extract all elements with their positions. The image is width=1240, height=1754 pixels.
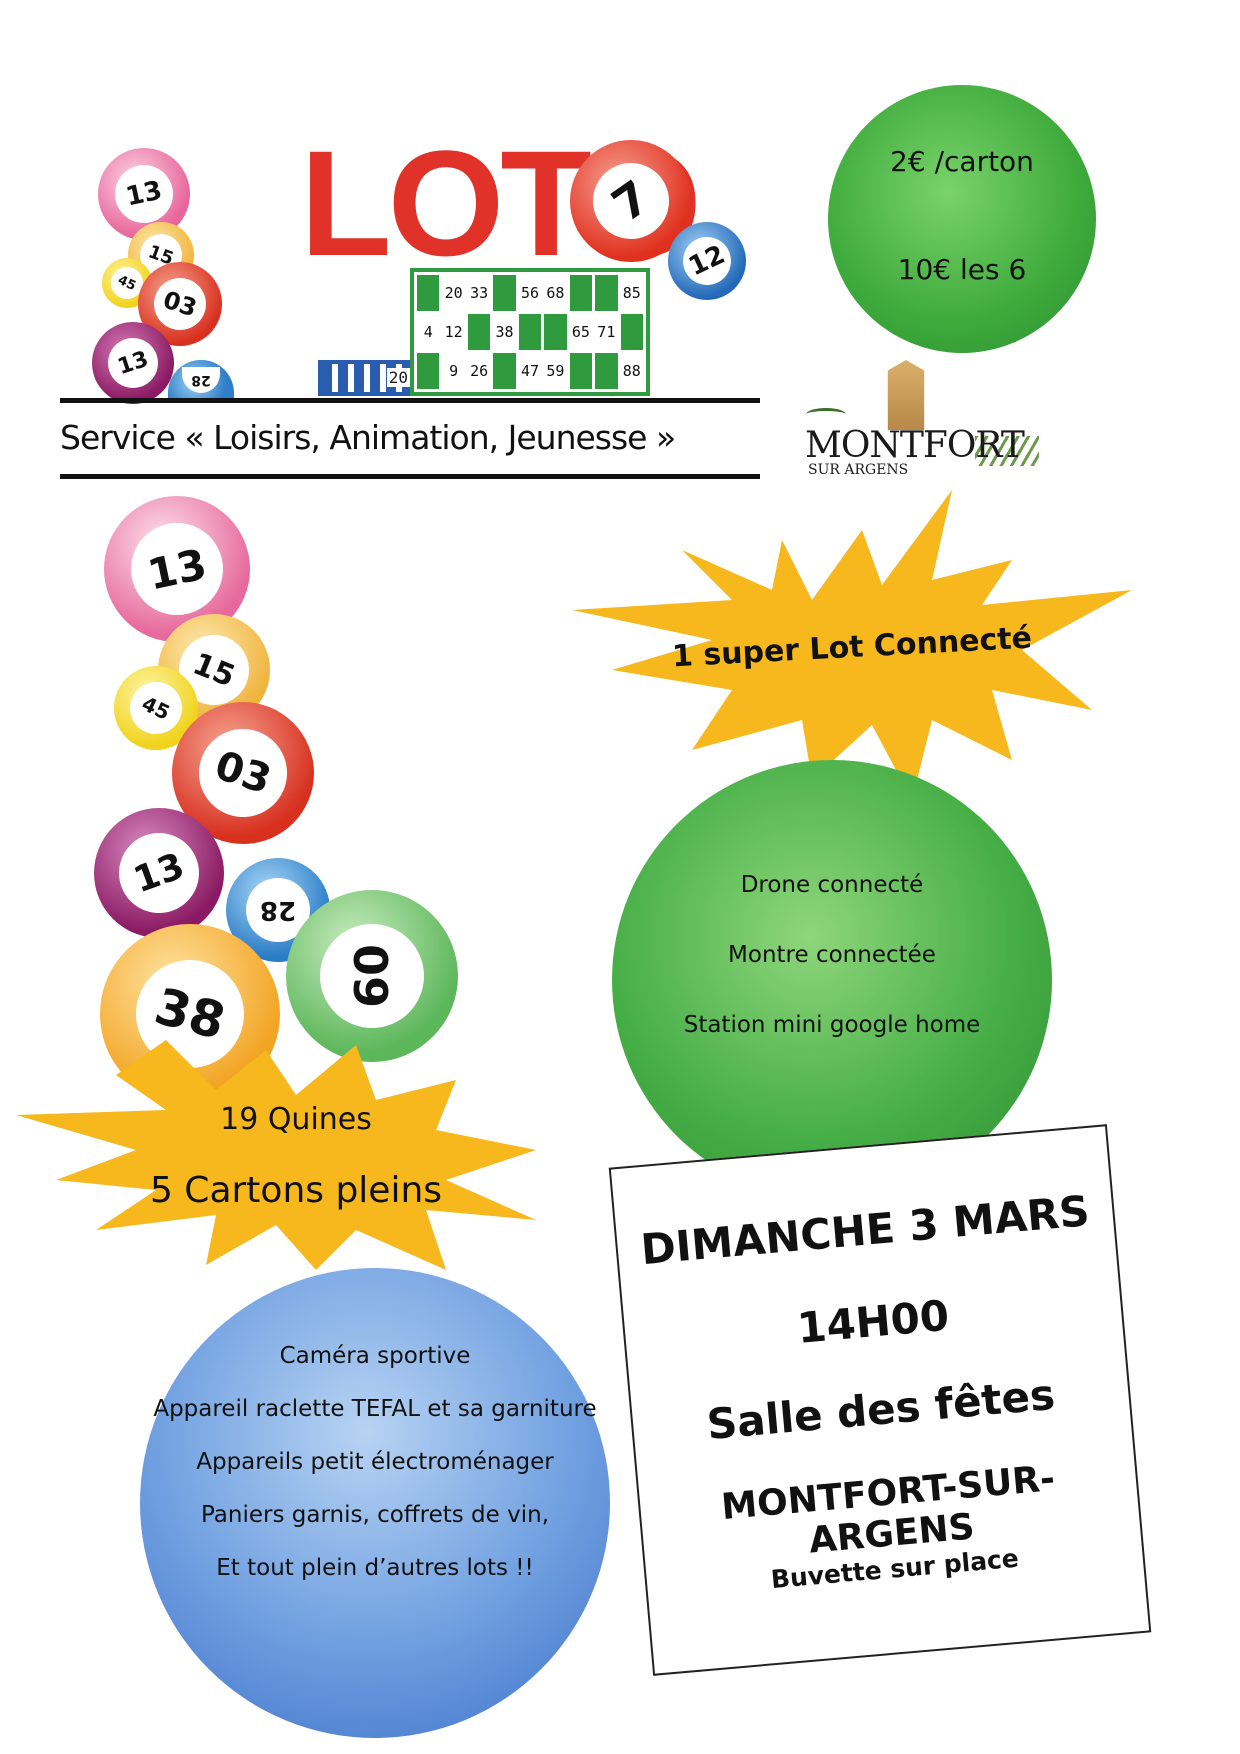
- price-for-six: 10€ les 6: [897, 253, 1027, 286]
- card-number: 4: [417, 314, 440, 350]
- card-number: 20: [442, 275, 465, 311]
- logo-subtitle: SUR ARGENS: [808, 462, 909, 478]
- ball-number: 13: [122, 514, 232, 624]
- connected-prizes-ball: Drone connecté Montre connectée Station …: [612, 760, 1052, 1200]
- tower-logo-icon: [887, 360, 925, 430]
- card-number: 88: [620, 353, 643, 389]
- logo-name: MONTFORT: [805, 425, 1025, 466]
- ball-number: 13: [109, 159, 179, 229]
- ball-number: 03: [187, 717, 299, 829]
- event-time: 14H00: [795, 1290, 952, 1353]
- prize-item: Et tout plein d’autres lots !!: [216, 1555, 534, 1581]
- card-number: 56: [518, 275, 542, 311]
- ball-number: 28: [182, 367, 220, 393]
- bingo-card-blue: 20: [318, 360, 418, 396]
- card-number: 20: [386, 368, 410, 387]
- prize-item: Caméra sportive: [279, 1343, 471, 1369]
- card-number: 65: [569, 314, 593, 350]
- card-number: 85: [620, 275, 643, 311]
- event-venue: Salle des fêtes: [704, 1369, 1057, 1450]
- quines-starburst: 19 Quines 5 Cartons pleins: [16, 1020, 576, 1280]
- olive-branch-icon: [806, 408, 846, 421]
- card-number: 38: [493, 314, 516, 350]
- price-per-card: 2€ /carton: [890, 145, 1034, 178]
- event-info-box: DIMANCHE 3 MARS 14H00 Salle des fêtes MO…: [608, 1124, 1152, 1676]
- ball-number: 60: [320, 924, 424, 1028]
- card-number: 68: [544, 275, 567, 311]
- lotto-ball-icon: 13: [92, 322, 174, 404]
- ball-number: 13: [107, 821, 211, 925]
- prize-item: Montre connectée: [728, 942, 936, 968]
- service-heading: Service « Loisirs, Animation, Jeunesse »: [60, 418, 676, 457]
- ball-number: 45: [121, 673, 191, 743]
- wave-icon: [975, 436, 1039, 466]
- ball-number: 03: [147, 271, 213, 337]
- prize-item: Appareils petit électroménager: [196, 1449, 554, 1475]
- ball-number: 7: [578, 148, 684, 254]
- price-ball: 2€ /carton 10€ les 6: [828, 85, 1096, 353]
- card-number: 47: [518, 353, 542, 389]
- card-number: 33: [467, 275, 491, 311]
- ball-number: 13: [101, 331, 165, 395]
- lotto-ball-icon: 13: [94, 808, 224, 938]
- divider-bottom: [60, 474, 760, 479]
- event-date: DIMANCHE 3 MARS: [638, 1186, 1092, 1275]
- starburst-shape: [572, 490, 1132, 800]
- card-number: 26: [467, 353, 491, 389]
- lotto-ball-icon: 60: [286, 890, 458, 1062]
- full-cards-count: 5 Cartons pleins: [149, 1170, 443, 1211]
- prize-item: Paniers garnis, coffrets de vin,: [200, 1502, 550, 1528]
- prize-item: Drone connecté: [740, 872, 924, 898]
- starburst-shape: [16, 1040, 536, 1270]
- lotto-ball-icon: 12: [668, 222, 746, 300]
- super-lot-starburst: 1 super Lot Connecté: [572, 490, 1132, 810]
- card-number: 59: [544, 353, 567, 389]
- ball-number: 12: [675, 229, 739, 293]
- bingo-card: 20 33 56 68 85 4 12 38 65 71 9 26 47 59 …: [410, 268, 650, 396]
- card-number: 71: [595, 314, 618, 350]
- card-number: 9: [442, 353, 465, 389]
- other-prizes-ball: Caméra sportive Appareil raclette TEFAL …: [140, 1268, 610, 1738]
- lotto-ball-icon: 28: [168, 360, 234, 400]
- prize-item: Appareil raclette TEFAL et sa garniture: [153, 1396, 597, 1422]
- card-number: 12: [442, 314, 465, 350]
- prize-item: Station mini google home: [683, 1012, 981, 1038]
- divider-top: [60, 398, 760, 403]
- quines-count: 19 Quines: [220, 1102, 372, 1137]
